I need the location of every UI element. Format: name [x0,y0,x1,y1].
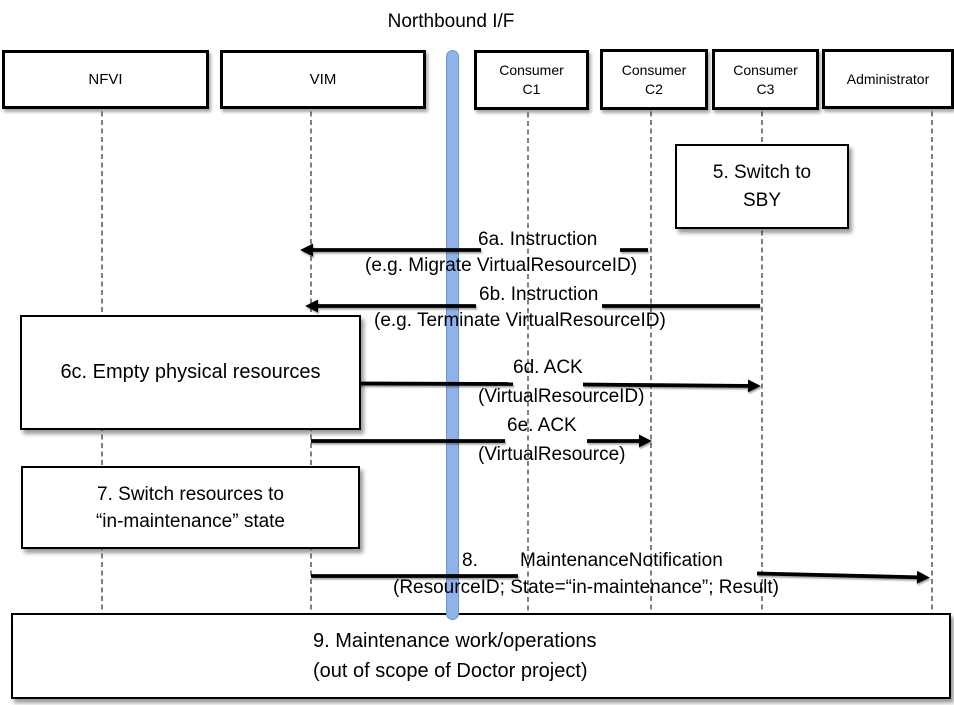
note-7-line1: 7. Switch resources to [97,483,284,505]
message-6e-detail: (VirtualResource) [478,444,626,465]
message-6d-detail: (VirtualResourceID) [478,386,645,407]
diagram-title: Northbound I/F [387,11,515,32]
note-7-line2: “in-maintenance” state [95,510,286,532]
message-8-detail: (ResourceID; State=“in-maintenance”; Res… [393,577,779,598]
actor-label-c3-line2: C3 [756,80,775,97]
note-6c-line1: 6c. Empty physical resources [60,361,321,383]
message-6b-detail: (e.g. Terminate VirtualResourceID) [374,310,666,331]
actor-box-vim: VIM [220,50,426,109]
note-5-line2: SBY [742,189,782,211]
actor-box-nfvi: NFVI [2,50,209,109]
message-8-number: 8. [462,550,478,571]
note-9-line2: (out of scope of Doctor project) [313,660,588,682]
actor-box-consumer-c1: Consumer C1 [474,50,589,110]
note-5-line1: 5. Switch to [712,161,812,183]
message-8-arrow [756,570,930,584]
actor-box-administrator: Administrator [822,49,954,109]
actor-label-nfvi: NFVI [88,71,123,88]
message-6a-detail: (e.g. Migrate VirtualResourceID) [365,255,638,276]
message-6d-label: 6d. ACK [513,357,583,378]
message-6d-arrow [582,379,761,393]
message-6b-label: 6b. Instruction [479,284,599,305]
actor-label-vim: VIM [309,71,337,88]
actor-label-c1-line2: C1 [522,81,541,97]
note-6c-empty-physical-resources: 6c. Empty physical resources [20,315,361,430]
actor-label-c1-line1: Consumer [499,62,564,78]
message-8-label: MaintenanceNotification [520,550,723,571]
actor-box-consumer-c2: Consumer C2 [600,49,708,110]
actor-label-admin: Administrator [846,70,930,87]
northbound-bar [446,50,459,620]
actor-label-c3-line1: Consumer [733,61,798,78]
actor-box-consumer-c3: Consumer C3 [712,49,819,110]
note-7-switch-resources: 7. Switch resources to “in-maintenance” … [21,466,360,549]
message-6e-label: 6e. ACK [507,415,577,436]
note-9-line1: 9. Maintenance work/operations [313,630,597,652]
note-9-maintenance-work: 9. Maintenance work/operations (out of s… [11,613,951,699]
note-5-switch-to-sby: 5. Switch to SBY [675,144,849,229]
message-6d-arrow-tail [358,381,514,386]
actor-label-c2-line1: Consumer [621,61,687,78]
actor-label-c2-line2: C2 [645,80,663,97]
message-6a-label: 6a. Instruction [478,229,598,250]
